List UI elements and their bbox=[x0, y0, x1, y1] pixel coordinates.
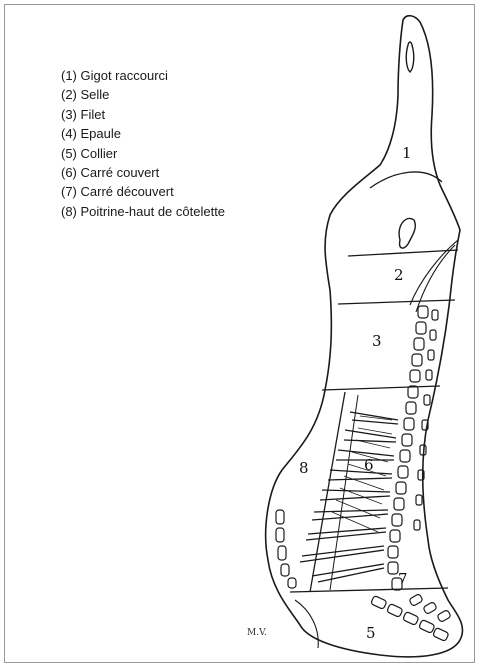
divider-8-lower bbox=[330, 395, 358, 590]
ribs bbox=[300, 412, 398, 582]
carcass-outline bbox=[266, 16, 463, 657]
divider-2-3 bbox=[338, 300, 455, 304]
section-label-5: 5 bbox=[366, 624, 376, 642]
sternum bbox=[276, 510, 296, 588]
section-label-2: 2 bbox=[394, 266, 404, 284]
leg-curve bbox=[370, 172, 442, 188]
neck-vertebrae bbox=[371, 594, 452, 642]
section-label-7: 7 bbox=[398, 570, 408, 588]
femur-hole bbox=[399, 218, 415, 248]
divider-3-4 bbox=[322, 386, 440, 390]
section-label-1: 1 bbox=[402, 144, 412, 162]
artist-signature: M.V. bbox=[247, 628, 267, 638]
divider-1-2 bbox=[348, 250, 458, 256]
hanging-slot bbox=[406, 42, 413, 72]
section-label-3: 3 bbox=[372, 332, 382, 350]
vertebral-column bbox=[388, 306, 438, 590]
section-label-6: 6 bbox=[364, 456, 374, 474]
section-label-8: 8 bbox=[299, 459, 309, 477]
divider-6-5 bbox=[290, 588, 448, 592]
